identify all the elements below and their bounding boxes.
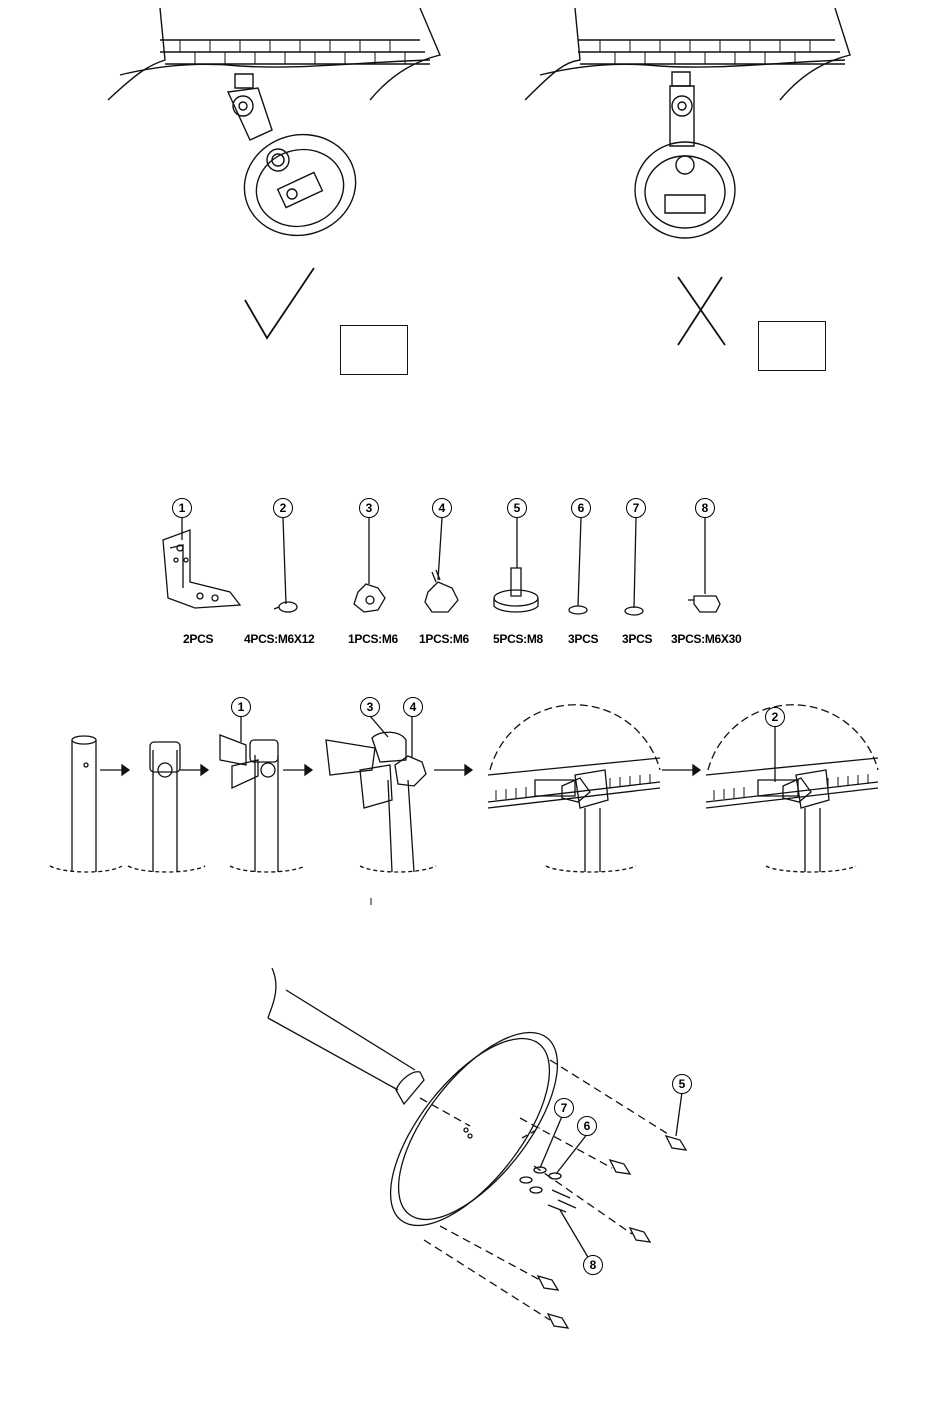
callout-washer-6: 6	[577, 1116, 597, 1136]
callout-washer-7: 7	[554, 1098, 574, 1118]
callout-bolt-8: 8	[583, 1255, 603, 1275]
callout-feet: 5	[672, 1074, 692, 1094]
